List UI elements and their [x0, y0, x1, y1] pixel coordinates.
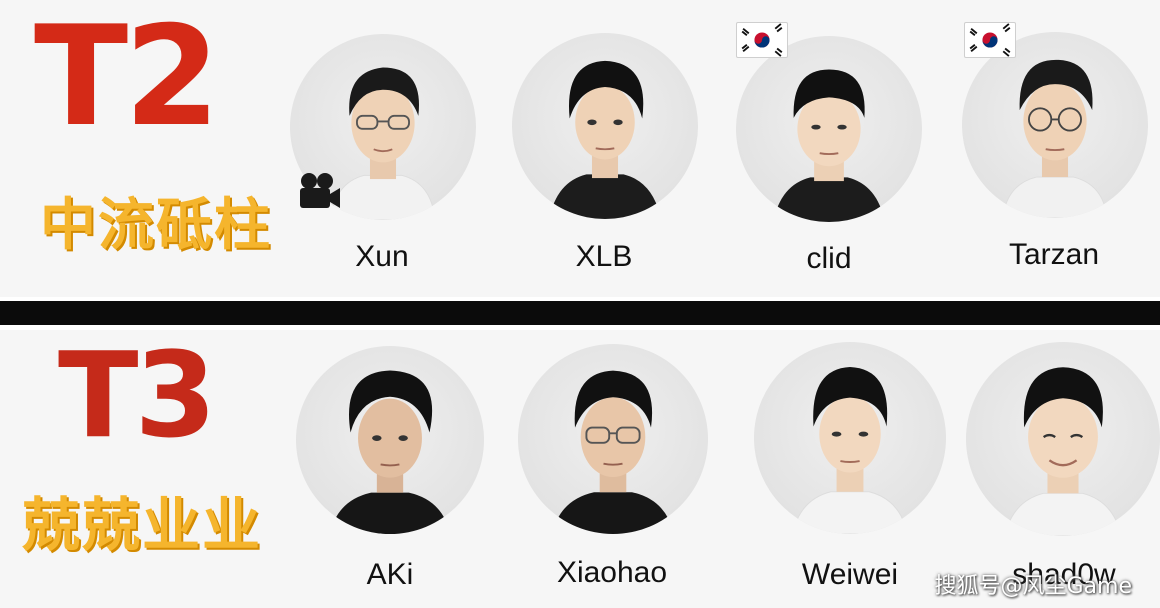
- tier-subtitle: 中流砥柱: [40, 193, 272, 258]
- player-portrait: [1002, 59, 1108, 218]
- player-portrait: [791, 366, 909, 534]
- player-portrait: [552, 370, 674, 534]
- player-name: clid: [806, 242, 852, 275]
- player-name: Tarzan: [1008, 238, 1100, 271]
- tier-label: T3: [58, 326, 217, 464]
- tier-label: T2: [34, 0, 220, 157]
- player-avatar: [512, 33, 698, 219]
- tier-t3-section: T3 兢兢业业 AKi: [0, 330, 1160, 608]
- player-portrait: [549, 60, 661, 219]
- divider-bar: [0, 301, 1160, 325]
- player-avatar: [966, 342, 1160, 536]
- player-avatar: [296, 346, 484, 534]
- player-name: shad0w: [1012, 558, 1116, 591]
- korea-flag-icon: [964, 22, 1016, 58]
- player-name: Xiaohao: [556, 556, 668, 589]
- korea-flag-icon: [736, 22, 788, 58]
- player-portrait: [329, 370, 451, 534]
- camera-icon: [294, 168, 342, 216]
- player-portrait: [1004, 367, 1122, 536]
- player-name: AKi: [366, 558, 414, 591]
- tier-subtitle: 兢兢业业: [22, 491, 263, 559]
- player-avatar: [736, 36, 922, 222]
- player-avatar: [962, 32, 1148, 218]
- watermark: 搜狐号@风尘Game: [934, 574, 1133, 599]
- player-name: Xun: [355, 240, 409, 273]
- player-name: XLB: [575, 240, 633, 273]
- tier-t2-section: T2 中流砥柱 Xun: [0, 0, 1160, 297]
- player-portrait: [773, 69, 885, 222]
- player-portrait: [330, 67, 436, 220]
- player-avatar: [754, 342, 946, 534]
- player-avatar: [518, 344, 708, 534]
- player-name: Weiwei: [801, 558, 899, 591]
- tier-divider: [0, 297, 1160, 330]
